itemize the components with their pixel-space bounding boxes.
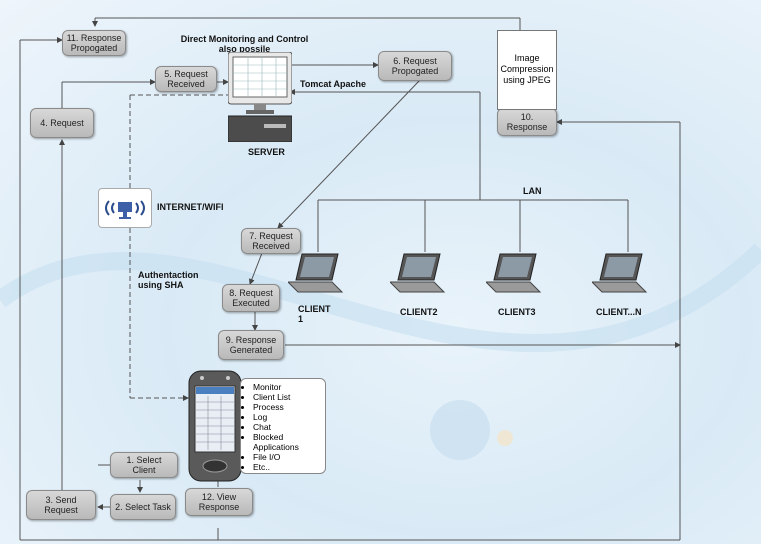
step-7-request-received: 7. Request Received: [241, 228, 301, 254]
server-label: SERVER: [248, 147, 285, 157]
step-5-request-received: 5. Request Received: [155, 66, 217, 92]
step-12-view-response: 12. View Response: [185, 488, 253, 516]
feature-item: File I/O: [253, 452, 321, 462]
step-9-response-generated: 9. Response Generated: [218, 330, 284, 360]
client-3-label: CLIENT3: [498, 307, 536, 317]
feature-item: Etc..: [253, 462, 321, 472]
tomcat-label: Tomcat Apache: [300, 79, 367, 89]
image-compression-box: Image Compression using JPEG: [497, 30, 557, 110]
client-n-label: CLIENT...N: [596, 307, 642, 317]
feature-item: Monitor: [253, 382, 321, 392]
step-2-select-task: 2. Select Task: [110, 494, 176, 520]
client-1-label: CLIENT 1: [298, 304, 331, 324]
internet-label: INTERNET/WIFI: [157, 202, 224, 212]
lan-label: LAN: [523, 186, 542, 196]
client-2-label: CLIENT2: [400, 307, 438, 317]
step-6-request-propagated: 6. Request Propogated: [378, 51, 452, 81]
feature-item: Chat: [253, 422, 321, 432]
feature-item: Process: [253, 402, 321, 412]
feature-item: Client List: [253, 392, 321, 402]
step-4-request: 4. Request: [30, 108, 94, 138]
mobile-phone-icon: [188, 370, 242, 482]
laptop-icon-client-n: [592, 253, 648, 293]
laptop-icon-client-2: [390, 253, 446, 293]
laptop-icon-client-3: [486, 253, 542, 293]
step-8-request-executed: 8. Request Executed: [222, 284, 280, 312]
feature-list: Monitor Client List Process Log Chat Blo…: [240, 378, 326, 474]
step-10-response: 10. Response: [497, 108, 557, 136]
laptop-icon-client-1: [288, 253, 344, 293]
wifi-icon: [98, 188, 152, 228]
step-1-select-client: 1. Select Client: [110, 452, 178, 478]
step-3-send-request: 3. Send Request: [26, 490, 96, 520]
step-11-response-propagated: 11. Response Propogated: [62, 30, 126, 56]
auth-label: Authentaction using SHA: [138, 270, 199, 290]
diagram-title: Direct Monitoring and Control also possi…: [180, 34, 309, 54]
feature-item: Log: [253, 412, 321, 422]
feature-item: Blocked Applications: [253, 432, 321, 452]
server-monitor-icon: [228, 52, 292, 142]
